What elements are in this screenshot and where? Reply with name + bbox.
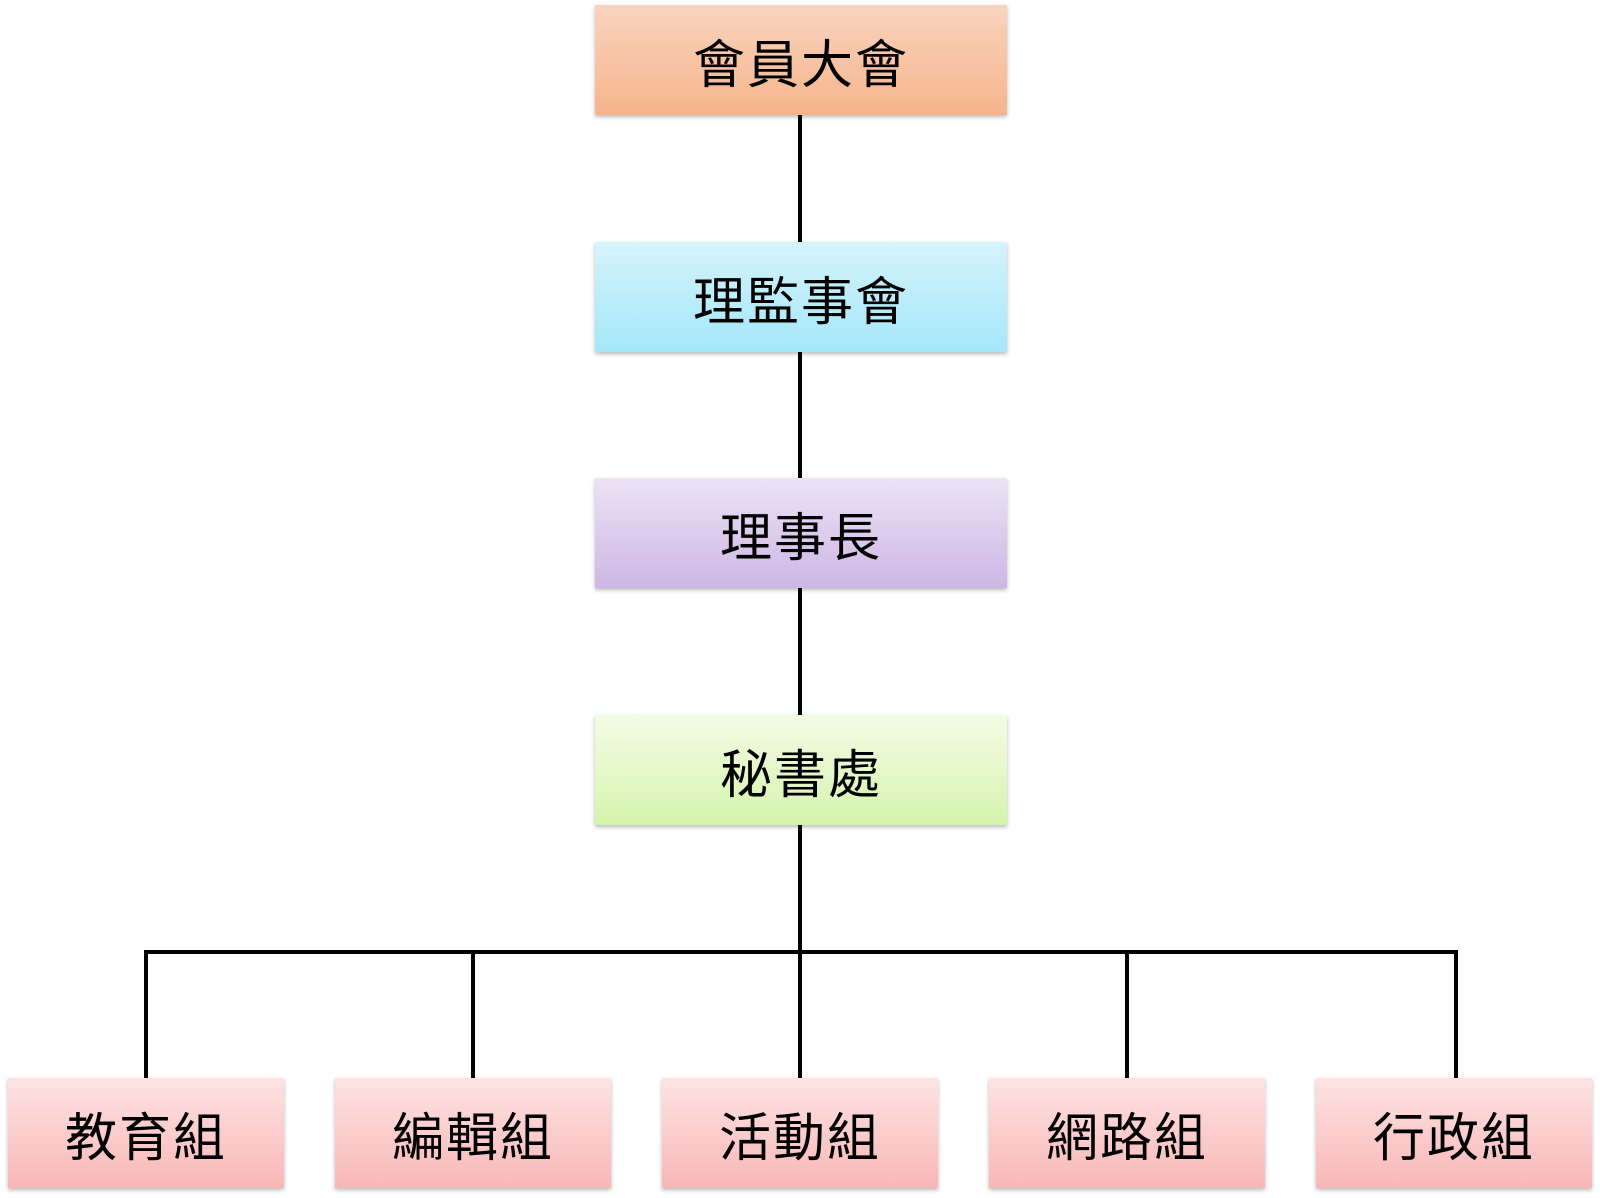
connector-chairman-secretariat	[798, 588, 802, 715]
connector-dept-network	[1125, 950, 1129, 1078]
connector-dept-administration	[1454, 950, 1458, 1078]
node-secretariat: 秘書處	[595, 715, 1007, 825]
dept-node-network: 網路組	[989, 1078, 1265, 1188]
connector-assembly-board	[798, 115, 802, 242]
node-chairman: 理事長	[595, 478, 1007, 588]
connector-dept-education	[144, 950, 148, 1078]
dept-node-administration: 行政組	[1316, 1078, 1592, 1188]
connector-dept-editorial	[471, 950, 475, 1078]
dept-node-activity: 活動組	[662, 1078, 938, 1188]
connector-dept-activity	[798, 950, 802, 1078]
node-general-assembly: 會員大會	[595, 5, 1007, 115]
node-board: 理監事會	[595, 242, 1007, 352]
dept-node-editorial: 編輯組	[335, 1078, 611, 1188]
connector-board-chairman	[798, 352, 802, 478]
dept-node-education: 教育組	[8, 1078, 284, 1188]
